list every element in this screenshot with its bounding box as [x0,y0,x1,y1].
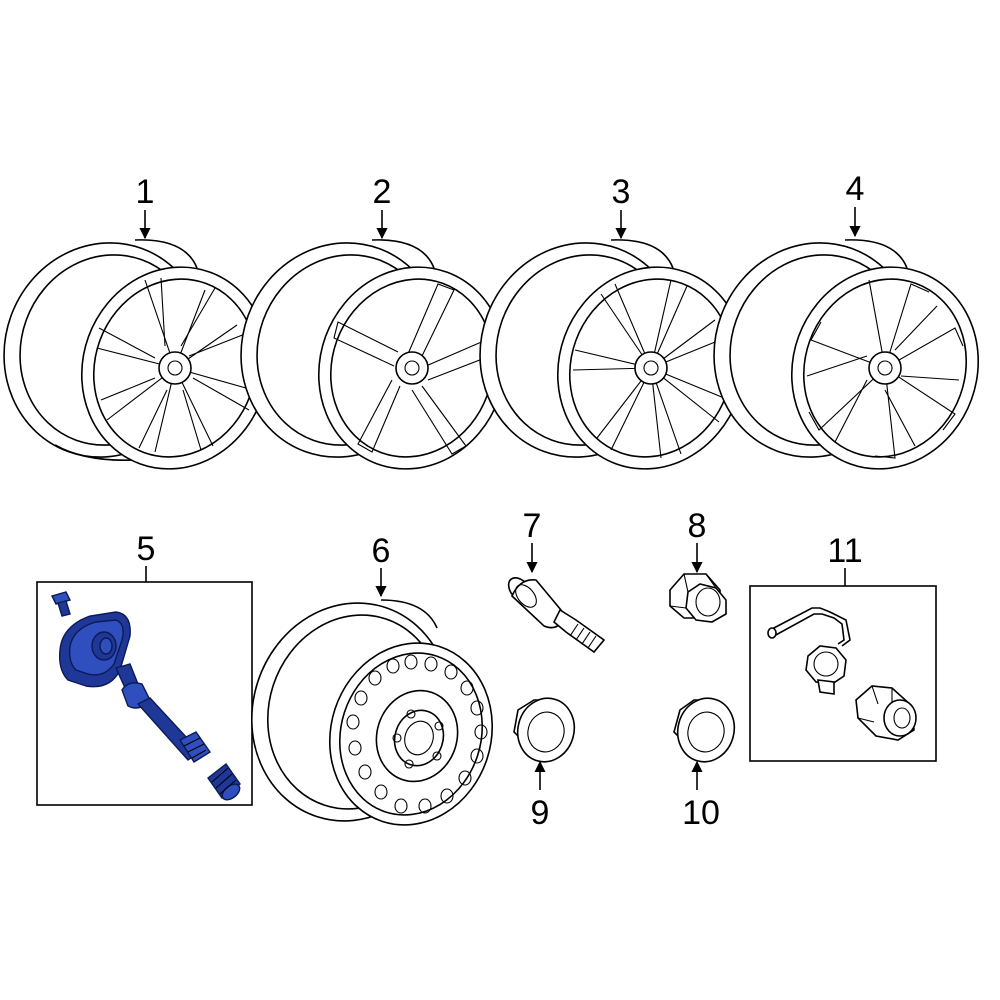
wheel-lock-kit [767,607,917,741]
lock-key-socket [805,645,847,695]
callout-4: 4 [846,170,865,208]
callout-9: 9 [531,794,550,832]
callout-10: 10 [682,794,720,832]
leader-arrows [139,207,861,790]
tpms-sensor-box [36,581,253,806]
wheel-lock-kit-box [749,585,937,762]
callout-5: 5 [137,530,156,568]
wheel-3-spokes [572,279,730,459]
sensor-body [58,611,131,688]
alloy-wheel-1 [3,239,270,470]
wheel-4-spokes [806,279,964,459]
tpms-sensor [50,591,241,801]
valve-cap [207,762,241,801]
callout-1: 1 [136,173,155,211]
wheel-6-vent-holes [346,654,488,814]
valve-stem [115,663,211,763]
wheel-1-spokes [96,277,254,453]
center-cap-9 [513,697,576,763]
valve-stem-7 [507,577,606,654]
center-cap-10 [673,697,736,763]
callout-7: 7 [523,507,542,545]
callout-6: 6 [372,532,391,570]
alloy-wheel-4 [713,239,980,470]
lug-nut-8 [669,573,727,623]
locking-lug-nut [855,685,917,741]
callout-2: 2 [373,173,392,211]
callout-8: 8 [688,507,707,545]
alloy-wheel-3 [479,239,746,470]
sensor-screw [50,591,72,617]
callout-11: 11 [827,532,862,570]
steel-wheel-6 [250,599,494,826]
lock-key-tool [767,607,851,647]
callout-3: 3 [612,173,631,211]
